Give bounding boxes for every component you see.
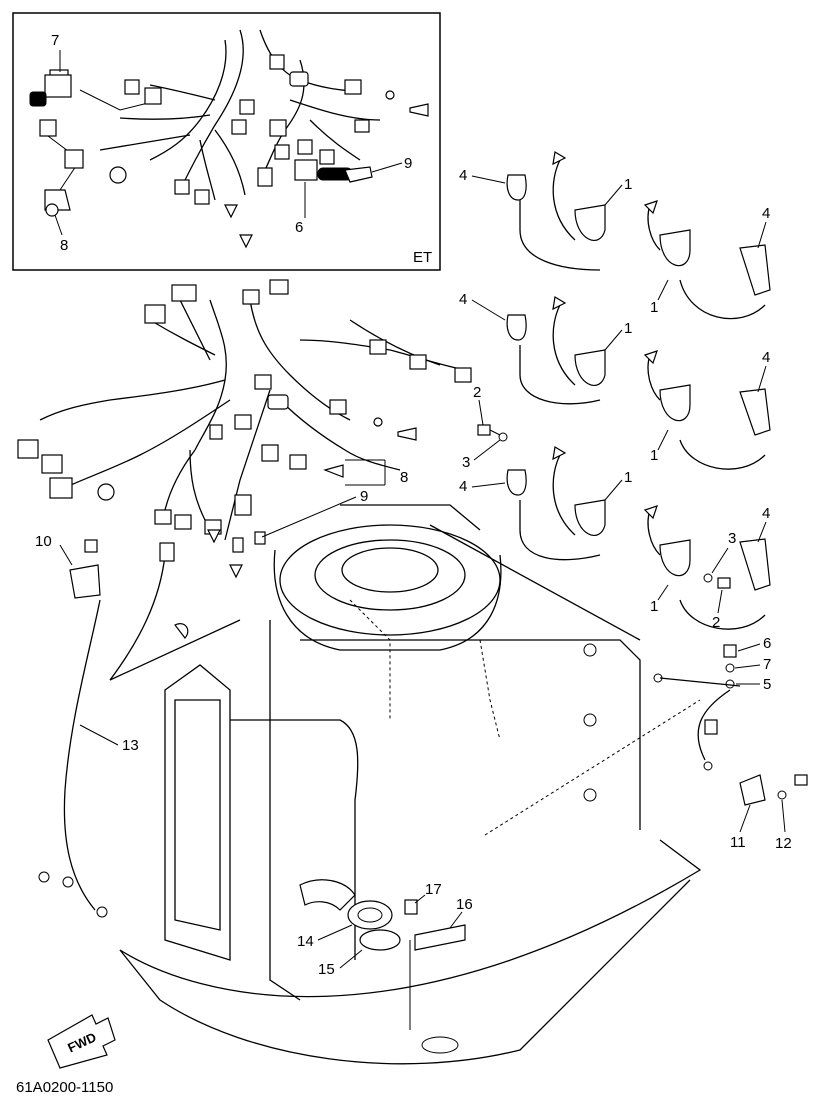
callout-15: 15 — [318, 961, 335, 978]
engine-outline — [119, 504, 702, 1065]
callout-8: 8 — [400, 469, 408, 486]
callout-4b: 4 — [762, 205, 770, 222]
callout-1a: 1 — [624, 176, 632, 193]
callout-19: 7 — [51, 32, 59, 49]
callout-16: 16 — [456, 896, 473, 913]
callout-4d: 4 — [762, 349, 770, 366]
callout-6: 6 — [763, 635, 771, 652]
drawing-number: 61A0200-1150 — [16, 1079, 113, 1096]
callout-1f: 1 — [650, 598, 658, 615]
fwd-arrow-icon: FWD — [47, 1014, 116, 1069]
callout-1e: 1 — [624, 469, 632, 486]
callout-3a: 3 — [462, 454, 470, 471]
inset-wiring-harness — [29, 29, 429, 249]
callout-14: 14 — [297, 933, 314, 950]
callout-1b: 1 — [650, 299, 658, 316]
main-wiring-harness — [17, 279, 472, 579]
callout-1c: 1 — [624, 320, 632, 337]
callout-11: 11 — [730, 834, 746, 851]
callout-10: 10 — [35, 533, 52, 550]
callout-4e: 4 — [459, 478, 467, 495]
callout-4a: 4 — [459, 167, 467, 184]
inset-panel: 7 8 6 9 ET — [12, 12, 441, 271]
callout-4f: 4 — [762, 505, 770, 522]
callout-2a: 2 — [473, 384, 481, 401]
callout-17: 17 — [425, 881, 442, 898]
callout-3b: 3 — [728, 530, 736, 547]
callout-1d: 1 — [650, 447, 658, 464]
callout-2b: 2 — [712, 614, 720, 631]
ignition-coils — [38, 151, 808, 951]
callout-9: 9 — [360, 488, 368, 505]
callout-21: 9 — [404, 155, 412, 172]
inset-code-label: ET — [413, 249, 432, 266]
callout-12: 12 — [775, 835, 792, 852]
callout-13: 13 — [122, 737, 139, 754]
callout-5: 5 — [763, 676, 771, 693]
callout-4c: 4 — [459, 291, 467, 308]
callout-18: 6 — [295, 219, 303, 236]
callout-labels: 1 1 1 1 1 1 2 2 3 3 4 4 4 4 4 4 5 — [35, 167, 792, 978]
callout-7: 7 — [763, 656, 771, 673]
callout-20: 8 — [60, 237, 68, 254]
